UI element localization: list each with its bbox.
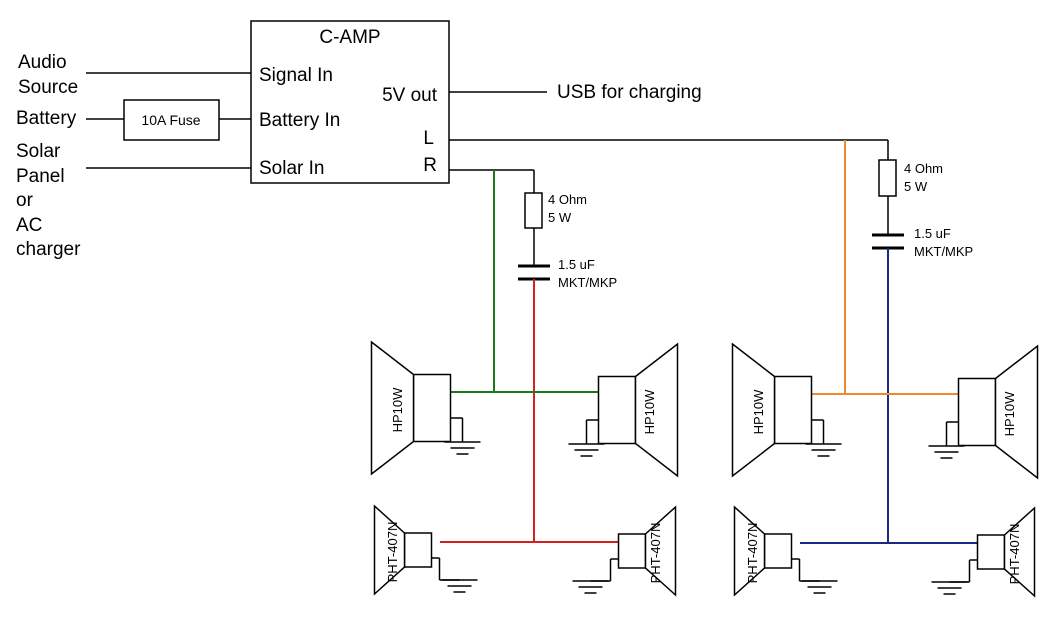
woofer-magnet (412, 373, 452, 443)
tweeter-model-label: PHT-407N (648, 523, 663, 584)
ground-symbol (928, 445, 965, 459)
amplifier-block: C-AMP Signal In Battery In Solar In 5V o… (250, 20, 450, 184)
battery-label: Battery (16, 108, 77, 129)
5v-out-label: 5V out (382, 85, 438, 106)
woofer-magnet (773, 375, 813, 445)
right-channel: 4 Ohm 5 W 1.5 uF MKT/MKP (440, 169, 618, 543)
woofer-left-a: HP10W (731, 342, 842, 478)
ground-symbol (444, 441, 481, 455)
woofer-right-b: HP10W (568, 342, 679, 478)
tweeter-model-label: PHT-407N (745, 523, 760, 584)
left-channel: 4 Ohm 5 W 1.5 uF MKT/MKP (449, 139, 978, 544)
woofer-cone (370, 340, 415, 476)
woofer-cone (994, 344, 1039, 480)
woofer-left-b: HP10W (928, 344, 1039, 480)
solar-label-line3: or (16, 190, 34, 211)
woofer-magnet (597, 375, 637, 445)
woofer-model-label: HP10W (1002, 391, 1017, 437)
amplifier-title: C-AMP (319, 27, 380, 48)
solar-label-line4: AC (16, 215, 42, 236)
solar-label-line2: Panel (16, 166, 65, 187)
input-section: Audio Source Battery 10A Fuse Solar Pane… (16, 52, 251, 260)
woofer-right-a: HP10W (370, 340, 481, 476)
tweeter-magnet (976, 534, 1006, 570)
tweeter-magnet (403, 532, 433, 568)
tweeter-left-a: PHT-407N (733, 505, 838, 597)
audio-source-label-line2: Source (18, 77, 78, 98)
left-resistor (878, 159, 897, 197)
solar-label-line1: Solar (16, 141, 61, 162)
woofer-model-label: HP10W (751, 389, 766, 435)
tweeter-left-b: PHT-407N (931, 506, 1036, 598)
right-resistor (524, 192, 543, 229)
fuse-box (123, 99, 220, 141)
tweeter-magnet (617, 533, 647, 569)
tweeter-model-label: PHT-407N (1007, 524, 1022, 585)
woofer-magnet (957, 377, 997, 447)
ground-symbol (805, 443, 842, 457)
left-capacitor-type: MKT/MKP (914, 244, 973, 259)
signal-in-label: Signal In (259, 65, 333, 86)
tweeter-cone (1003, 506, 1036, 598)
left-resistor-power: 5 W (904, 179, 928, 194)
woofer-cone (731, 342, 776, 478)
amplifier-box (250, 20, 450, 184)
ground-symbol (568, 443, 605, 457)
woofer-cone (634, 342, 679, 478)
left-capacitor-value: 1.5 uF (914, 226, 951, 241)
right-resistor-value: 4 Ohm (548, 192, 587, 207)
ground-symbol (572, 580, 609, 594)
tweeter-cone (373, 504, 406, 596)
right-out-label: R (423, 155, 437, 176)
woofer-model-label: HP10W (642, 389, 657, 435)
woofer-model-label: HP10W (390, 387, 405, 433)
ground-symbol (801, 580, 838, 594)
right-capacitor-value: 1.5 uF (558, 257, 595, 272)
fuse-label: 10A Fuse (141, 112, 200, 128)
audio-source-label-line1: Audio (18, 52, 67, 73)
tweeter-magnet (763, 533, 793, 569)
usb-label: USB for charging (557, 82, 702, 103)
tweeter-right-b: PHT-407N (572, 505, 677, 597)
speakers-group: HP10W HP10W PHT-407N PHT-407N HP10W HP10W PHT-… (370, 340, 1039, 598)
tweeter-cone (644, 505, 677, 597)
tweeter-cone (733, 505, 766, 597)
tweeter-right-a: PHT-407N (373, 504, 478, 596)
battery-in-label: Battery In (259, 110, 340, 131)
tweeter-model-label: PHT-407N (385, 522, 400, 583)
solar-in-label: Solar In (259, 158, 324, 179)
ground-symbol (441, 579, 478, 593)
ground-symbol (931, 581, 968, 595)
solar-label-line5: charger (16, 239, 81, 260)
right-resistor-power: 5 W (548, 210, 572, 225)
left-resistor-value: 4 Ohm (904, 161, 943, 176)
left-out-label: L (423, 128, 434, 149)
right-capacitor-type: MKT/MKP (558, 275, 617, 290)
